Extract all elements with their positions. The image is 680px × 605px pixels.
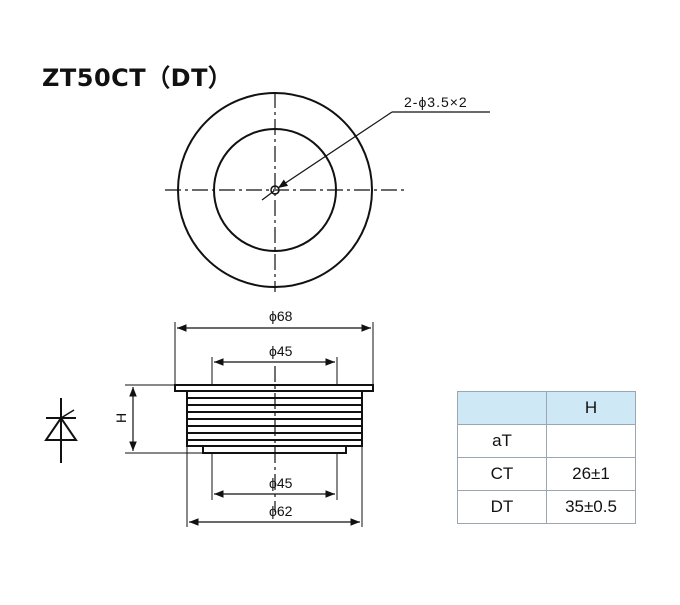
table-row: aT xyxy=(457,424,636,458)
table-header-row: H xyxy=(457,391,636,425)
table-cell xyxy=(546,424,636,458)
table-cell: CT xyxy=(457,457,547,491)
dim-label-68: ϕ68 xyxy=(269,308,293,324)
table-cell: aT xyxy=(457,424,547,458)
dim-label-45-bottom: ϕ45 xyxy=(269,475,293,491)
page-title: ZT50CT（DT） xyxy=(42,64,233,92)
table-header-cell: H xyxy=(546,391,636,425)
hole-callout: 2-ϕ3.5×2 xyxy=(404,94,468,110)
callout-arrow xyxy=(277,111,393,189)
table-cell: 26±1 xyxy=(546,457,636,491)
table-row: CT 26±1 xyxy=(457,457,636,491)
table-cell: 35±0.5 xyxy=(546,490,636,524)
callout-tick xyxy=(261,190,275,201)
table-row: DT 35±0.5 xyxy=(457,490,636,524)
thyristor-symbol xyxy=(44,398,78,463)
top-view xyxy=(165,92,490,292)
side-view xyxy=(125,322,374,527)
table-header-cell xyxy=(457,391,547,425)
spec-table: H aT CT 26±1 DT 35±0.5 xyxy=(457,391,636,524)
dim-label-62: ϕ62 xyxy=(269,503,293,519)
table-cell: DT xyxy=(457,490,547,524)
dim-label-45-top: ϕ45 xyxy=(269,343,293,359)
dim-label-h: H xyxy=(113,413,129,423)
